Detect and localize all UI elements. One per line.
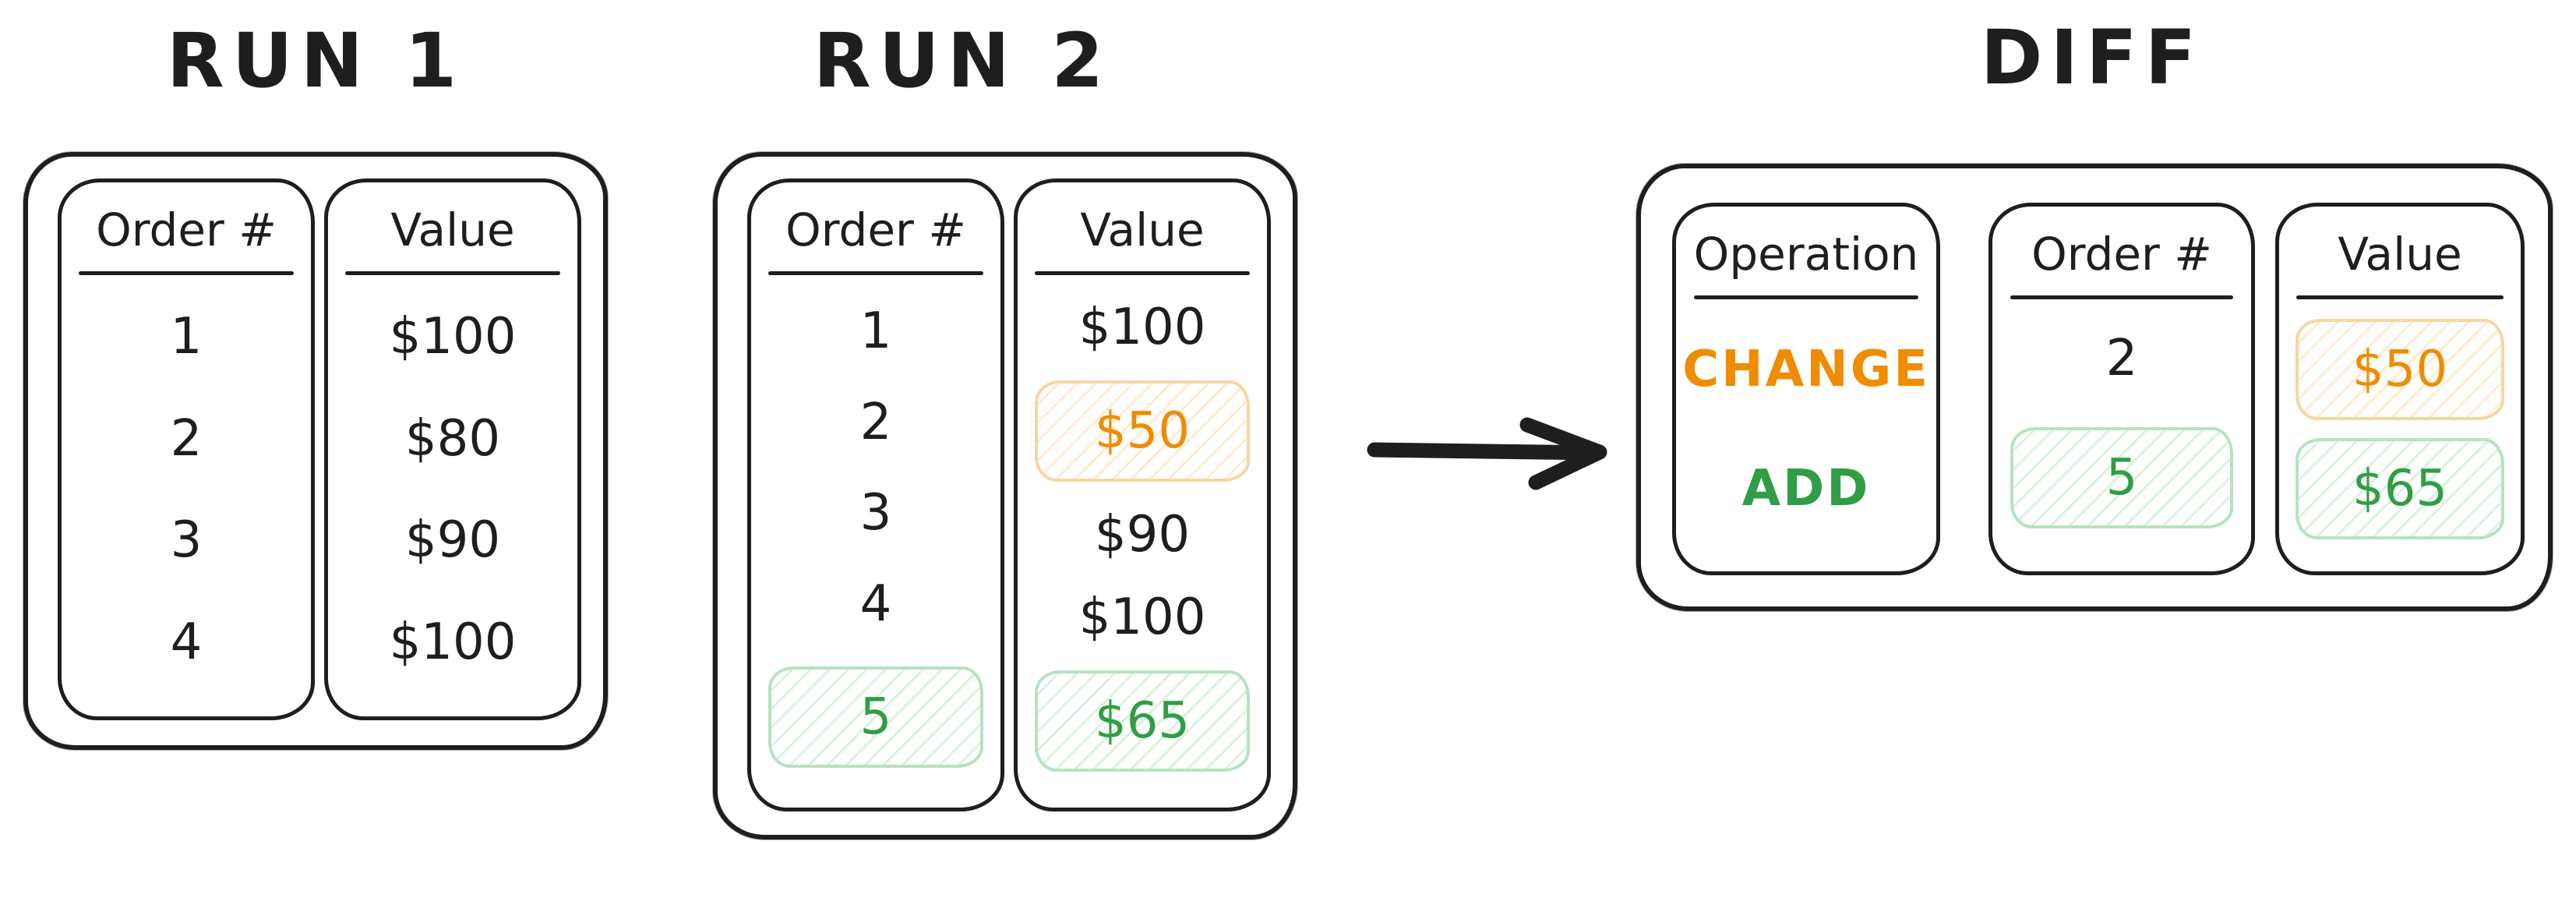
cell-text: ADD xyxy=(1741,459,1871,518)
operation-add-cell: ADD xyxy=(1676,460,1936,518)
header-underline xyxy=(2295,295,2504,299)
run1-table: Order # 1 2 3 4 Value $100 $80 $90 $100 xyxy=(23,152,608,750)
run2-value-header: Value xyxy=(1018,182,1267,275)
run1-value-header: Value xyxy=(328,182,577,275)
run1-order-header: Order # xyxy=(62,182,311,275)
column-header-label: Value xyxy=(1080,203,1205,256)
table-cell: $100 xyxy=(1018,589,1267,646)
cell-text: 1 xyxy=(859,302,892,361)
run2-order-body: 1 2 3 4 5 xyxy=(751,275,1000,808)
table-cell: 4 xyxy=(62,613,311,671)
cell-text: 3 xyxy=(170,511,203,570)
diff-value-header: Value xyxy=(2279,207,2521,299)
cell-text: $65 xyxy=(1094,692,1191,751)
table-cell: $90 xyxy=(328,511,577,569)
run1-value-body: $100 $80 $90 $100 xyxy=(328,275,577,716)
table-cell: 2 xyxy=(62,410,311,468)
cell-text: $100 xyxy=(389,613,517,671)
added-value-highlight: $65 xyxy=(2295,437,2505,539)
run2-order-column: Order # 1 2 3 4 5 xyxy=(747,179,1004,811)
cell-text: $50 xyxy=(1094,401,1191,460)
column-header-label: Order # xyxy=(96,203,277,256)
table-cell: 5 xyxy=(751,666,1000,768)
column-header-label: Order # xyxy=(2031,228,2212,281)
diff-value-column: Value $50 $65 xyxy=(2275,203,2525,575)
column-header-label: Value xyxy=(390,203,515,256)
table-cell: 3 xyxy=(751,484,1000,542)
column-header-label: Value xyxy=(2338,228,2462,281)
cell-text: 5 xyxy=(859,688,892,746)
table-cell: 1 xyxy=(751,302,1000,360)
run1-value-column: Value $100 $80 $90 $100 xyxy=(324,179,581,720)
run2-value-body: $100 $50 $90 $100 $65 xyxy=(1018,275,1267,808)
run1-order-body: 1 2 3 4 xyxy=(62,275,311,716)
diff-value-body: $50 $65 xyxy=(2279,299,2521,571)
table-cell: 2 xyxy=(751,394,1000,451)
cell-text: 3 xyxy=(859,484,892,543)
header-underline xyxy=(768,270,983,275)
run2-title: RUN 2 xyxy=(813,17,1112,104)
cell-text: 1 xyxy=(170,308,203,366)
run2-order-header: Order # xyxy=(751,182,1000,275)
cell-text: 2 xyxy=(2105,330,2138,388)
cell-text: $90 xyxy=(1094,506,1191,564)
diff-operation-header: Operation xyxy=(1676,207,1936,299)
table-cell: 2 xyxy=(1992,330,2251,387)
header-underline xyxy=(2010,295,2233,299)
diff-order-column: Order # 2 5 xyxy=(1988,203,2255,575)
cell-text: $50 xyxy=(2352,341,2448,399)
changed-value-highlight: $50 xyxy=(1034,380,1251,482)
header-underline xyxy=(1035,270,1250,275)
run1-order-column: Order # 1 2 3 4 xyxy=(58,179,315,720)
table-cell: $90 xyxy=(1018,506,1267,564)
table-cell: $100 xyxy=(328,613,577,671)
cell-text: 4 xyxy=(170,613,203,671)
cell-text: $100 xyxy=(1078,298,1206,356)
table-cell: $65 xyxy=(2279,437,2521,539)
cell-text: $80 xyxy=(404,409,501,468)
changed-value-highlight: $50 xyxy=(2295,319,2505,421)
column-header-label: Order # xyxy=(785,203,966,256)
table-cell: $80 xyxy=(328,410,577,468)
table-cell: 5 xyxy=(1992,426,2251,529)
diff-title: DIFF xyxy=(1980,14,2204,101)
cell-text: 4 xyxy=(859,575,892,634)
cell-text: $100 xyxy=(1078,588,1206,646)
added-order-highlight: 5 xyxy=(768,666,984,768)
added-order-highlight: 5 xyxy=(2010,426,2234,529)
header-underline xyxy=(345,270,560,275)
run1-title: RUN 1 xyxy=(166,17,465,104)
cell-text: $65 xyxy=(2352,459,2448,518)
diff-operation-column: Operation CHANGE ADD xyxy=(1672,203,1940,575)
table-cell: 3 xyxy=(62,511,311,569)
diff-operation-body: CHANGE ADD xyxy=(1676,299,1936,571)
added-value-highlight: $65 xyxy=(1034,670,1251,772)
table-cell: 1 xyxy=(62,308,311,366)
run2-table: Order # 1 2 3 4 5 Value $100 $50 xyxy=(713,152,1297,840)
table-cell: $65 xyxy=(1018,670,1267,772)
diff-order-header: Order # xyxy=(1992,207,2251,299)
table-cell: 4 xyxy=(751,575,1000,633)
cell-text: CHANGE xyxy=(1682,341,1930,399)
column-header-label: Operation xyxy=(1693,228,1919,281)
right-arrow-icon xyxy=(1367,417,1607,490)
cell-text: 2 xyxy=(170,409,203,468)
table-cell: $100 xyxy=(1018,299,1267,356)
cell-text: 5 xyxy=(2105,448,2138,507)
diff-table: Operation CHANGE ADD Order # 2 5 Value xyxy=(1636,164,2553,611)
run2-value-column: Value $100 $50 $90 $100 $65 xyxy=(1014,179,1271,811)
table-cell: $100 xyxy=(328,308,577,366)
operation-change-cell: CHANGE xyxy=(1676,341,1936,398)
cell-text: 2 xyxy=(859,393,892,451)
table-cell: $50 xyxy=(1018,380,1267,482)
header-underline xyxy=(1694,295,1918,299)
cell-text: $90 xyxy=(404,511,501,570)
table-cell: $50 xyxy=(2279,319,2521,421)
diff-order-body: 2 5 xyxy=(1992,299,2251,571)
header-underline xyxy=(79,270,294,275)
cell-text: $100 xyxy=(389,308,517,366)
